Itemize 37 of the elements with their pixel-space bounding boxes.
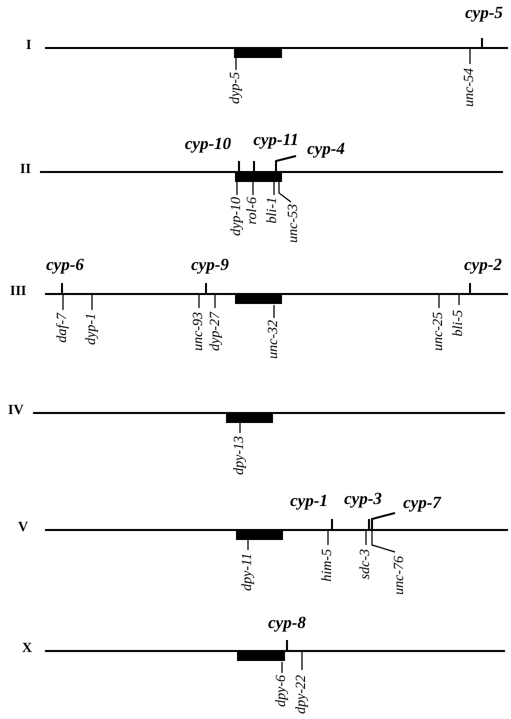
gene-label: cyp-4	[307, 140, 345, 157]
gene-label: daf-7	[56, 313, 70, 343]
gene-label: dyp-10	[230, 197, 244, 236]
gene-label: rol-6	[246, 197, 260, 224]
gene-label: sdc-3	[359, 549, 373, 580]
gene-label: cyp-2	[464, 256, 502, 273]
gene-label: dpy-22	[295, 675, 309, 714]
gene-label: unc-25	[432, 312, 446, 351]
gene-label: unc-32	[267, 320, 281, 359]
chromosome-label: IV	[8, 404, 24, 418]
gene-label: cyp-1	[290, 492, 328, 509]
gene-label: dpy-6	[275, 675, 289, 707]
chromosome-label: X	[22, 642, 32, 656]
gene-label: bli-5	[452, 310, 466, 336]
gene-label: dyp-27	[209, 312, 223, 351]
gene-label: unc-76	[393, 556, 407, 595]
gene-label: dpy-11	[241, 553, 255, 591]
gene-label: him-5	[321, 549, 335, 582]
gene-label: cyp-3	[344, 490, 382, 507]
gene-label: unc-54	[463, 68, 477, 107]
gene-label: unc-93	[192, 312, 206, 351]
gene-label: dyp-5	[229, 72, 243, 104]
gene-label: bli-1	[266, 197, 280, 224]
gene-label: cyp-10	[184, 135, 232, 152]
gene-label: cyp-8	[268, 614, 306, 631]
gene-label: cyp-7	[403, 494, 441, 511]
gene-label: cyp-11	[253, 131, 299, 148]
gene-label: cyp-9	[191, 256, 229, 273]
chromosome-label: II	[20, 163, 31, 177]
chromosome-label: III	[10, 285, 26, 299]
chromosome-label: I	[26, 39, 32, 53]
gene-label: dyp-1	[85, 313, 99, 345]
chromosome-label: V	[18, 521, 28, 535]
gene-label: dpy-13	[233, 436, 247, 475]
gene-label: unc-53	[287, 204, 301, 243]
gene-label: cyp-5	[465, 4, 503, 21]
gene-label: cyp-6	[46, 256, 84, 273]
